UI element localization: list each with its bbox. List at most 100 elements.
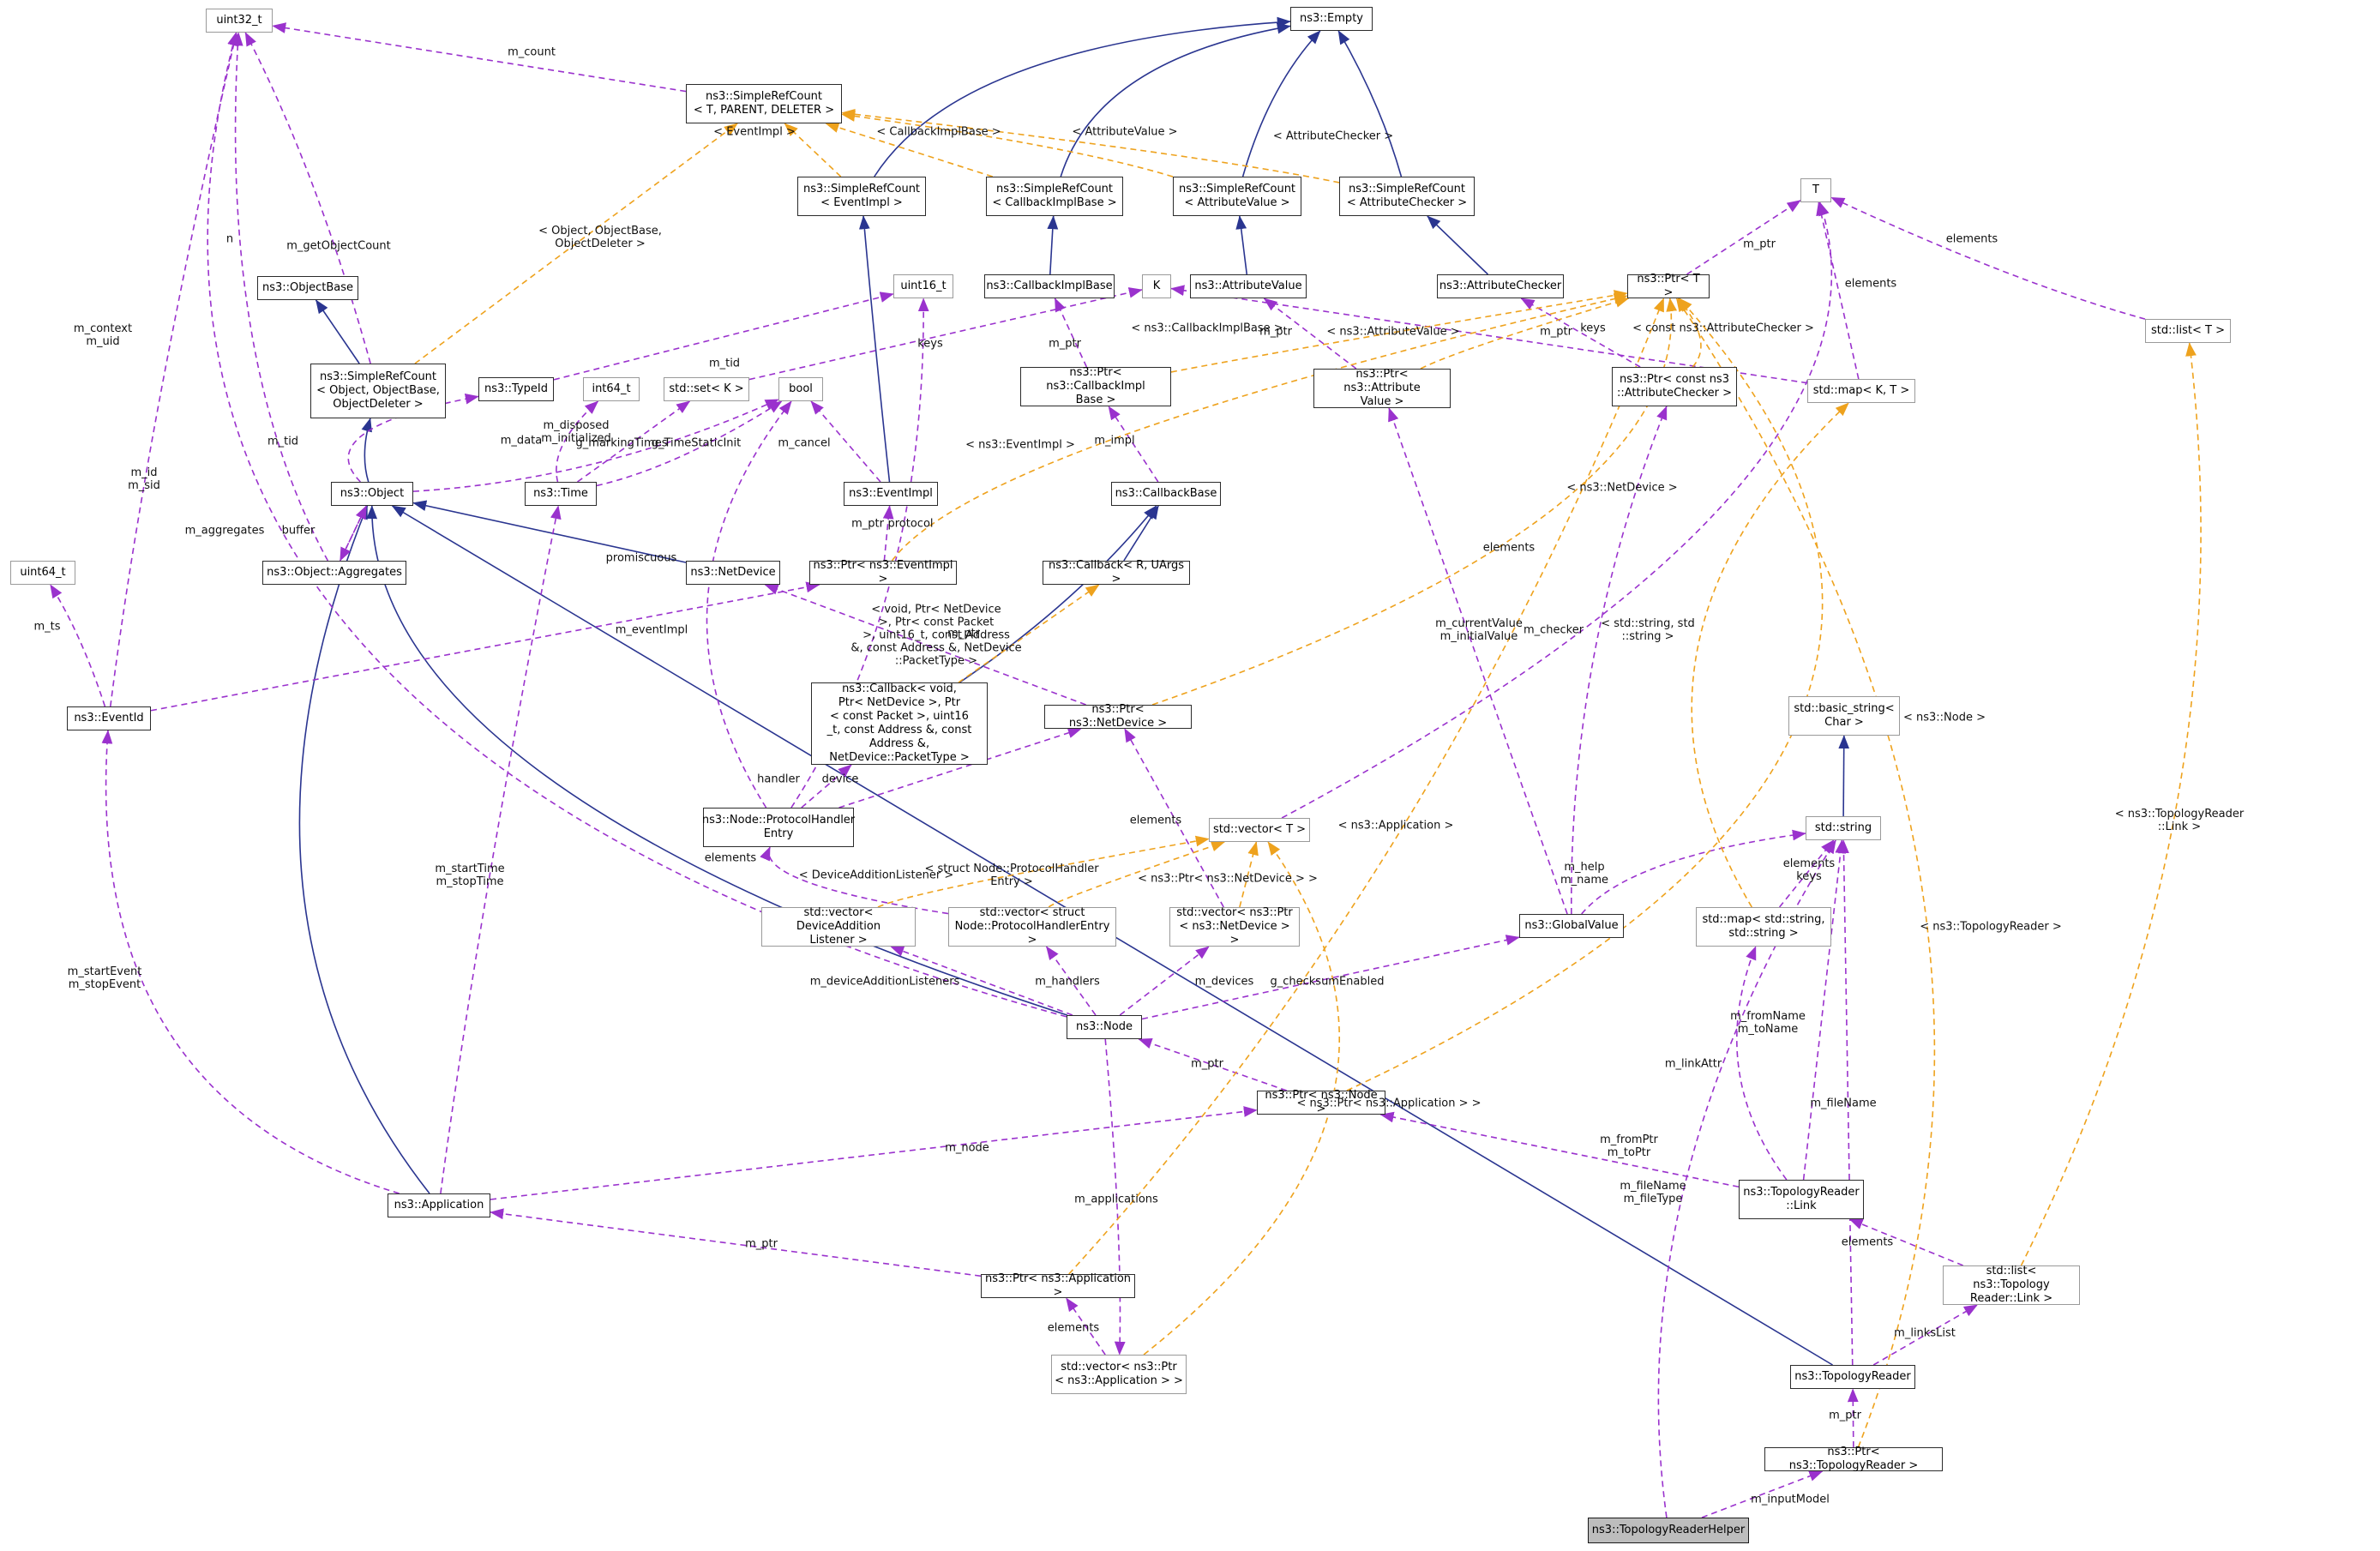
class-box-eventid[interactable]: ns3::EventId — [67, 706, 151, 730]
class-box-ptrT[interactable]: ns3::Ptr< T > — [1627, 273, 1710, 299]
class-box-trLink[interactable]: ns3::TopologyReader ::Link — [1739, 1180, 1864, 1219]
edge-usage-object-bool — [412, 399, 779, 492]
class-box-cbbase[interactable]: ns3::CallbackBase — [1111, 482, 1221, 506]
edge-inherit-cbimplbase-srcCb — [1047, 215, 1059, 275]
edge-inherit-eventimpl-srcEvent — [858, 215, 891, 483]
class-box-listT[interactable]: std::list< T > — [2145, 319, 2231, 343]
class-box-T[interactable]: T — [1800, 178, 1831, 202]
class-box-ptrConstAc[interactable]: ns3::Ptr< const ns3 ::AttributeChecker > — [1612, 367, 1737, 406]
class-box-mapSS[interactable]: std::map< std::string, std::string > — [1696, 907, 1831, 947]
class-box-aggregates[interactable]: ns3::Object::Aggregates — [262, 561, 406, 585]
edge-template-srcCb-srcT — [825, 122, 994, 177]
edge-template-vecPhe-vectorT — [1048, 840, 1225, 908]
class-box-vecPtrApp[interactable]: std::vector< ns3::Ptr < ns3::Application… — [1051, 1355, 1187, 1394]
class-box-cbimplbase[interactable]: ns3::CallbackImplBase — [984, 274, 1115, 298]
class-box-srcCb[interactable]: ns3::SimpleRefCount < CallbackImplBase > — [986, 177, 1123, 216]
class-box-helper: ns3::TopologyReaderHelper — [1588, 1518, 1749, 1543]
class-box-uint16[interactable]: uint16_t — [893, 274, 953, 298]
class-box-basicstring[interactable]: std::basic_string< Char > — [1788, 696, 1900, 736]
class-box-application[interactable]: ns3::Application — [388, 1193, 490, 1217]
edge-usage-mapSS-stdstring — [1778, 839, 1835, 908]
edge-template-ptrApp-ptrT — [1068, 298, 1665, 1275]
edge-inherit-srcEvent-empty — [874, 16, 1291, 177]
edge-template-srcEvent-srcT — [784, 123, 842, 177]
edge-usage-ptrConstAc-attrchk — [1520, 298, 1641, 368]
edge-inherit-attrchk-srcAc — [1427, 215, 1489, 275]
edge-template-ptrNetDev-ptrT — [1151, 298, 1678, 706]
edge-template-srcObj-srcT — [414, 123, 738, 364]
class-box-K[interactable]: K — [1142, 274, 1171, 298]
class-box-ptrTopoReader[interactable]: ns3::Ptr< ns3::TopologyReader > — [1764, 1446, 1943, 1472]
class-box-ptrNetDev[interactable]: ns3::Ptr< ns3::NetDevice > — [1044, 703, 1192, 730]
class-box-objbase[interactable]: ns3::ObjectBase — [257, 276, 358, 300]
class-box-vectorT[interactable]: std::vector< T > — [1209, 818, 1310, 842]
edge-usage-ptrNetDev-netdevice — [764, 584, 1086, 706]
class-box-object[interactable]: ns3::Object — [331, 482, 413, 506]
class-box-bool[interactable]: bool — [778, 377, 823, 401]
class-box-netdevice[interactable]: ns3::NetDevice — [686, 561, 780, 585]
edge-usage-node-vecPtrApp — [1104, 1038, 1126, 1356]
class-box-ptrNode[interactable]: ns3::Ptr< ns3::Node > — [1257, 1089, 1385, 1115]
edge-usage-application-time — [440, 505, 562, 1194]
class-box-node[interactable]: ns3::Node — [1067, 1015, 1142, 1039]
class-box-time[interactable]: ns3::Time — [525, 482, 597, 506]
edge-usage-eventid-ptrEventImpl — [150, 581, 820, 712]
class-box-phe[interactable]: ns3::Node::ProtocolHandler Entry — [702, 808, 855, 847]
edge-usage-application-ptrNode — [490, 1106, 1258, 1200]
class-box-topoReader[interactable]: ns3::TopologyReader — [1790, 1365, 1915, 1389]
edge-usage-globalvalue-ptrConstAc — [1571, 406, 1668, 915]
edge-template-listLink-listT — [2020, 342, 2202, 1266]
edge-template-srcAc-srcT — [841, 108, 1340, 183]
edge-usage-trLink-ptrNode — [1379, 1111, 1740, 1188]
class-box-setK[interactable]: std::set< K > — [664, 377, 749, 401]
edge-usage-eventimpl-bool — [810, 400, 881, 483]
class-box-vecDal[interactable]: std::vector< DeviceAddition Listener > — [761, 906, 916, 947]
class-box-ptrApp[interactable]: ns3::Ptr< ns3::Application > — [981, 1272, 1135, 1299]
edge-usage-ptrNode-node — [1138, 1037, 1288, 1091]
class-box-attrval[interactable]: ns3::AttributeValue — [1190, 274, 1307, 298]
class-box-vecPtrNd[interactable]: std::vector< ns3::Ptr < ns3::NetDevice >… — [1169, 906, 1300, 947]
class-box-empty[interactable]: ns3::Empty — [1290, 7, 1373, 31]
edge-usage-phe-ptrNetDev — [838, 727, 1082, 809]
class-box-attrchk[interactable]: ns3::AttributeChecker — [1437, 274, 1564, 298]
class-box-cbVoid[interactable]: ns3::Callback< void, Ptr< NetDevice >, P… — [811, 682, 988, 765]
class-box-listLink[interactable]: std::list< ns3::Topology Reader::Link > — [1943, 1265, 2080, 1305]
class-box-srcAc[interactable]: ns3::SimpleRefCount < AttributeChecker > — [1339, 177, 1475, 216]
class-box-globalvalue[interactable]: ns3::GlobalValue — [1519, 914, 1624, 938]
class-box-callbackRU[interactable]: ns3::Callback< R, UArgs > — [1043, 559, 1190, 586]
edge-usage-time-setK — [577, 400, 691, 483]
edge-usage-aggregates-uint32 — [231, 32, 329, 562]
edge-inherit-srcObj-objbase — [315, 299, 360, 364]
class-box-uint32[interactable]: uint32_t — [206, 9, 273, 33]
class-box-int64[interactable]: int64_t — [583, 377, 640, 401]
edge-usage-trLink-mapSS — [1736, 946, 1788, 1181]
class-box-stdstring[interactable]: std::string — [1806, 816, 1881, 840]
class-box-vecPhe[interactable]: std::vector< struct Node::ProtocolHandle… — [948, 906, 1116, 947]
edge-usage-node-uint32 — [207, 32, 1067, 1018]
class-box-srcT[interactable]: ns3::SimpleRefCount < T, PARENT, DELETER… — [686, 84, 842, 123]
class-box-eventimpl[interactable]: ns3::EventImpl — [844, 482, 938, 506]
edge-usage-vecPtrApp-ptrApp — [1065, 1297, 1106, 1356]
edge-usage-eventid-uint64 — [50, 584, 106, 707]
edge-usage-node-vecDal — [890, 946, 1073, 1016]
edge-template-ptrEventImpl-ptrT — [891, 293, 1628, 562]
class-box-uint64[interactable]: uint64_t — [10, 561, 75, 585]
edge-usage-aggregates-object — [339, 505, 368, 562]
class-box-srcEvent[interactable]: ns3::SimpleRefCount < EventImpl > — [797, 177, 926, 216]
edge-usage-node-globalvalue — [1141, 935, 1520, 1020]
class-box-ptrAttrVal[interactable]: ns3::Ptr< ns3::Attribute Value > — [1313, 368, 1451, 408]
edge-usage-vecPtrNd-ptrNetDev — [1124, 728, 1224, 908]
edge-usage-listLink-trLink — [1848, 1218, 1963, 1266]
edge-usage-topoReader-stdstring — [1838, 839, 1854, 1366]
class-box-typeid[interactable]: ns3::TypeId — [478, 377, 554, 401]
class-box-ptrCbImpl[interactable]: ns3::Ptr< ns3::CallbackImpl Base > — [1020, 366, 1171, 406]
class-box-ptrEventImpl[interactable]: ns3::Ptr< ns3::EventImpl > — [809, 559, 957, 586]
class-box-srcAv[interactable]: ns3::SimpleRefCount < AttributeValue > — [1173, 177, 1301, 216]
edge-usage-phe-bool — [706, 400, 792, 809]
edge-usage-ptrApp-application — [490, 1208, 982, 1277]
class-box-srcObj[interactable]: ns3::SimpleRefCount < Object, ObjectBase… — [310, 364, 446, 418]
class-box-mapKT[interactable]: std::map< K, T > — [1807, 379, 1915, 403]
edge-usage-node-vecPtrNd — [1119, 946, 1210, 1016]
